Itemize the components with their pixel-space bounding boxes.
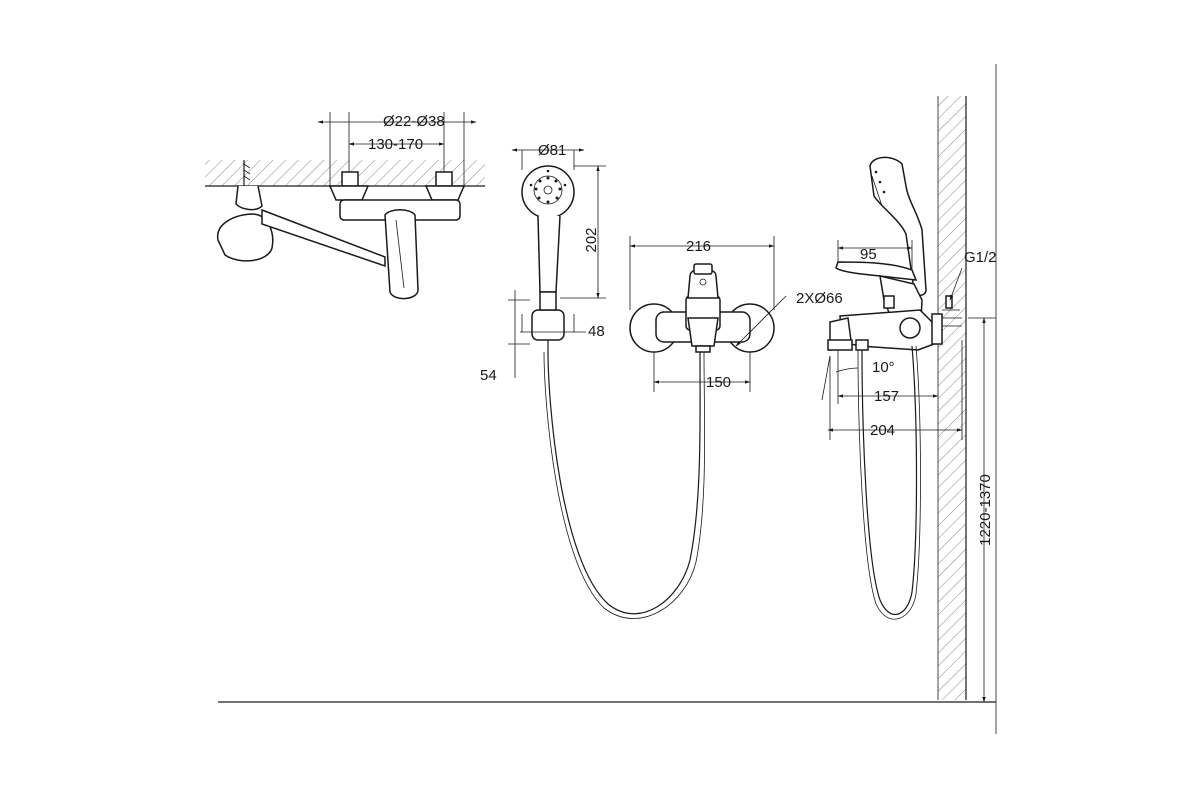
flange-diameter-label: 2XØ66 xyxy=(796,290,843,307)
handset-grip xyxy=(537,215,561,293)
holder-width-label: 48 xyxy=(588,323,605,340)
handle-depth-label: 95 xyxy=(860,246,877,263)
handset-length-label: 202 xyxy=(583,227,600,252)
side-hose xyxy=(861,345,918,616)
shower-head xyxy=(521,165,575,219)
side-view: 95 G1/2 10° 157 204 1220-1370 xyxy=(821,96,997,703)
wall-side-hatch xyxy=(938,96,966,700)
head-diameter-label: Ø81 xyxy=(538,142,566,159)
body-width-label: 216 xyxy=(686,238,711,255)
spout-arm xyxy=(261,208,386,268)
handle-knob-shape xyxy=(217,213,274,262)
side-lever xyxy=(835,261,918,281)
total-depth-label: 204 xyxy=(870,422,895,439)
spout xyxy=(384,209,419,300)
top-view: Ø22-Ø38 130-170 xyxy=(205,112,485,300)
spout-reach-label: 157 xyxy=(874,388,899,405)
inlet-spacing-label: 130-170 xyxy=(368,136,423,153)
holder-height-label: 54 xyxy=(480,367,497,384)
mounting-height-label: 1220-1370 xyxy=(977,474,994,546)
angle-label: 10° xyxy=(872,359,895,376)
shower-hose xyxy=(547,351,701,615)
inlet-diameter-label: Ø22-Ø38 xyxy=(383,113,445,130)
thread-label: G1/2 xyxy=(964,249,997,266)
handset-holder xyxy=(531,309,565,341)
front-view: 216 150 2XØ66 xyxy=(629,236,843,392)
handset-view: Ø81 202 48 54 xyxy=(480,142,706,619)
center-spacing-label: 150 xyxy=(706,374,731,391)
